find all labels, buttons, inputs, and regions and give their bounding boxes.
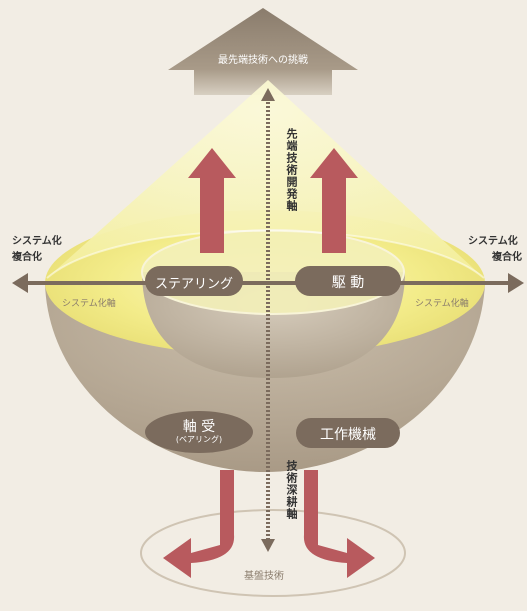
bearing-sub-label: (ベアリング): [175, 435, 223, 444]
right-axis-label: システム化軸: [415, 299, 469, 309]
red-down-arrow-right: [303, 470, 375, 578]
left-axis-label: システム化軸: [62, 299, 116, 309]
axis-right-arrowhead-icon: [508, 273, 524, 293]
steering-pill: [145, 266, 243, 296]
machine-tools-label: 工作機械: [320, 427, 376, 443]
red-up-arrow-left: [188, 148, 236, 253]
axis-left-arrowhead-icon: [12, 273, 28, 293]
red-down-arrow-left: [163, 470, 235, 578]
base-label: 基盤技術: [244, 571, 284, 582]
vertical-down-label: 技術深耕軸: [285, 460, 298, 520]
drive-pill: [295, 266, 401, 296]
machine-tools-pill: [296, 418, 400, 448]
drive-label: 駆 動: [331, 275, 365, 291]
base-ellipse: [140, 509, 406, 597]
left-side-label-line2: 複合化: [12, 252, 42, 263]
steering-label: ステアリング: [154, 277, 233, 292]
bearing-label: 軸 受: [182, 419, 216, 435]
vertical-up-label: 先端技術開発軸: [285, 128, 298, 212]
right-side-label-line2: 複合化: [492, 252, 522, 263]
light-cone: [47, 80, 484, 278]
left-side-label-line1: システム化: [12, 236, 62, 247]
cone-edge: [46, 229, 485, 279]
bearing-pill: [145, 411, 253, 453]
axis-down-arrowhead-icon: [261, 539, 275, 552]
red-up-arrow-right: [310, 148, 358, 253]
axis-up-arrowhead-icon: [261, 88, 275, 101]
top-arrow: [168, 8, 358, 95]
top-arrow-label: 最先端技術への挑戦: [218, 55, 308, 66]
right-side-label-line1: システム化: [468, 236, 518, 247]
